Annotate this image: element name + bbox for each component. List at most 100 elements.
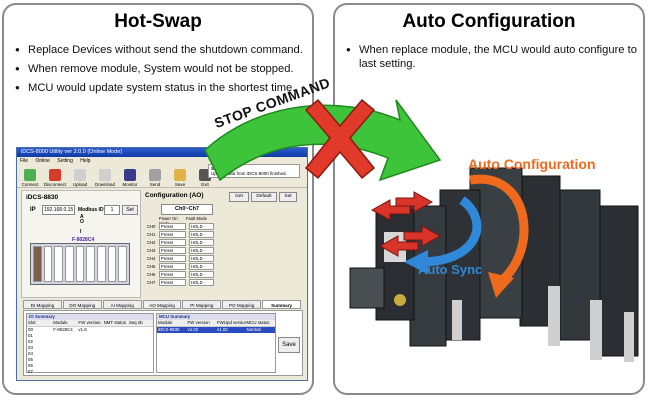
table-row[interactable]: 07 [27,369,153,375]
table-row[interactable]: 01 [27,333,153,339]
table-cell: 07 [28,369,33,374]
table-cell: F-8028C4 [53,327,73,332]
modbus-id-label: Modbus ID [78,207,104,213]
save-tool-button[interactable]: Save [169,165,191,187]
menu-item-help[interactable]: Help [80,158,91,164]
toolbar-label: Monitor [122,182,138,187]
fault-mode-select[interactable]: HOLD [189,254,214,262]
fault-mode-select[interactable]: HOLD [189,230,214,238]
toolbar-label: Connect [21,182,39,187]
send-button[interactable]: Send [144,165,166,187]
auto-config-bullets: When replace module, the MCU would auto … [345,43,637,76]
download-icon [99,169,111,181]
fault-mode-select[interactable]: HOLD [189,246,214,254]
bullet-item: Replace Devices without send the shutdow… [14,43,306,57]
tab-summary[interactable]: Summary [262,300,302,309]
ip-input[interactable]: 192.168.0.15 [42,205,75,215]
menu-item-online[interactable]: Online [35,158,50,164]
power-on-mode-select[interactable]: Preset [159,222,186,230]
rack-slot[interactable] [33,246,42,282]
modbus-id-input[interactable]: 1 [104,205,120,215]
fault-mode-select[interactable]: HOLD [189,278,214,286]
toolbar-label: Send [149,182,161,187]
fault-mode-select[interactable]: HOLD [189,238,214,246]
set-button[interactable]: Set [279,192,297,202]
toolbar-label: Upload [72,182,88,187]
toolbar-label: Exit [201,182,209,187]
table-header-cell: Module [158,320,173,325]
power-on-mode-select[interactable]: Preset [159,262,186,270]
table-row[interactable]: 05 [27,357,153,363]
connect-button[interactable]: Connect [19,165,41,187]
power-on-mode-select[interactable]: Preset [159,278,186,286]
table-header-cell: NMT status [103,320,126,325]
auto-sync-arrowhead [404,250,428,274]
get-button[interactable]: Get [229,192,249,202]
bullet-item: When remove module, System would not be … [14,62,306,76]
monitor-button[interactable]: Monitor [119,165,141,187]
table-cell: v1.02 [187,327,199,332]
tab-ch0-ch7[interactable]: Ch0~Ch7 [161,204,213,215]
disconnect-button[interactable]: Disconnect [44,165,66,187]
status-text: Upload data from iDCS-8000 finished. [211,171,287,176]
menu-item-setting[interactable]: Setting [57,158,73,164]
table-cell: v1.8 [78,327,87,332]
power-on-mode-select[interactable]: Preset [159,246,186,254]
table-row[interactable]: 06 [27,363,153,369]
fault-mode-select[interactable]: HOLD [189,222,214,230]
tab-di-mapping[interactable]: DI Mapping [23,300,62,309]
menu-item-file[interactable]: File [20,158,29,164]
fault-mode-select[interactable]: HOLD [189,262,214,270]
hot-swap-panel: Hot-Swap Replace Devices without send th… [2,3,314,395]
default-button[interactable]: Default [251,192,277,202]
table-row[interactable]: 03 [27,345,153,351]
module-name: iDCS-8830 [26,194,59,201]
fault-mode-select[interactable]: HOLD [189,270,214,278]
power-on-mode-select[interactable]: Preset [159,270,186,278]
table-row[interactable]: 04 [27,351,153,357]
upload-button[interactable]: Upload [69,165,91,187]
rack-slot[interactable] [43,246,53,282]
channel-label: CH5 [147,263,156,269]
module-rack [30,243,130,285]
power-on-mode-select[interactable]: Preset [159,230,186,238]
tab-ai-mapping[interactable]: AI Mapping [102,300,142,309]
table-cell: 04 [28,351,33,356]
tab-ao-mapping[interactable]: AO Mapping [142,300,182,309]
rack-slot[interactable] [86,246,96,282]
tab-do-mapping[interactable]: DO Mapping [62,300,102,309]
table-cell: 06 [28,363,33,368]
table-cell: 00 [28,327,33,332]
rack-slot[interactable] [107,246,117,282]
download-button[interactable]: Download [94,165,116,187]
rack-slot[interactable] [75,246,85,282]
channel-label: CH2 [147,239,156,245]
rack-slot[interactable] [118,246,128,282]
channel-label: CH7 [147,279,156,285]
panel-title-auto-configuration: Auto Configuration [402,11,576,32]
hot-swap-bullets: Replace Devices without send the shutdow… [14,43,306,100]
table-row[interactable]: 02 [27,339,153,345]
power-on-mode-select[interactable]: Preset [159,238,186,246]
set-id-button[interactable]: Set [122,205,138,215]
save-button[interactable]: Save [278,337,300,353]
rack-slot[interactable] [54,246,64,282]
tab-po-mapping[interactable]: PO Mapping [222,300,262,309]
tab-pi-mapping[interactable]: PI Mapping [182,300,222,309]
rack-slot[interactable] [97,246,106,282]
table-row[interactable]: 00 F-8028C4 v1.8 [27,327,153,333]
power-on-mode-select[interactable]: Preset [159,254,186,262]
table-header-cell: MCU status [246,320,270,325]
rack-slot[interactable] [65,246,74,282]
